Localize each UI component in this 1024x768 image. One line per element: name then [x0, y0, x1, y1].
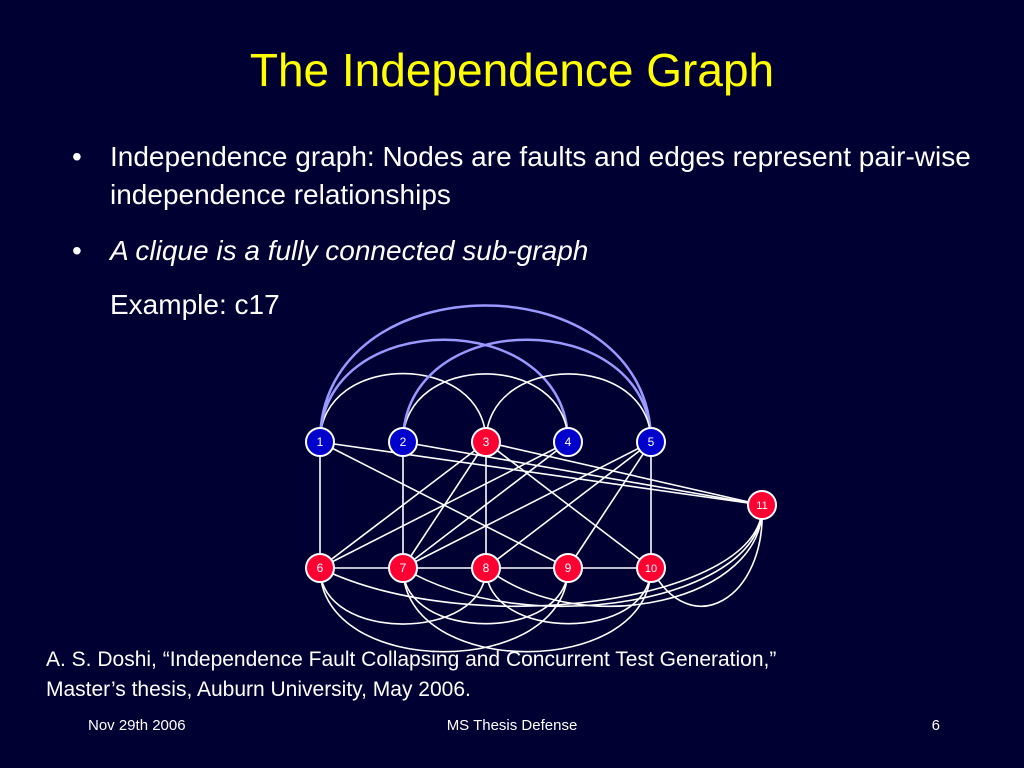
node-circle: [471, 553, 501, 583]
graph-node-5: 5: [636, 427, 666, 457]
node-label: 2: [400, 435, 407, 449]
edge-1-3: [319, 372, 487, 443]
edge-6-9: [319, 567, 569, 653]
node-label: 3: [483, 435, 490, 449]
footer-title: MS Thesis Defense: [446, 717, 578, 734]
node-label: 9: [565, 561, 572, 575]
node-circle: [553, 427, 583, 457]
edge-2-4: [402, 373, 569, 443]
citation-line: Master’s thesis, Auburn University, May …: [46, 678, 471, 701]
node-label: 5: [648, 435, 655, 449]
edge-7-9: [402, 567, 569, 625]
node-label: 7: [400, 561, 407, 575]
node-label: 8: [483, 561, 490, 575]
graph-node-9: 9: [553, 553, 583, 583]
edge-7-10: [402, 567, 652, 653]
edge-7-11: [402, 504, 763, 607]
edge-5-9: [567, 441, 652, 569]
node-circle: [553, 553, 583, 583]
edge-1-4: [318, 338, 570, 443]
edge-1-11: [319, 441, 763, 506]
footer-date: Nov 29th 2006: [88, 717, 186, 734]
footer-page-number: 6: [931, 717, 940, 734]
node-circle: [471, 427, 501, 457]
bullet-item: • A clique is a fully connected sub-grap…: [72, 232, 972, 270]
graph-node-4: 4: [553, 427, 583, 457]
node-circle: [636, 427, 666, 457]
node-circle: [305, 427, 335, 457]
edge-4-7: [402, 441, 569, 569]
citation: A. S. Doshi, “Independence Fault Collaps…: [46, 645, 996, 705]
edge-2-11: [402, 441, 763, 506]
node-circle: [747, 490, 777, 520]
bullet-text: Independence graph: Nodes are faults and…: [110, 141, 971, 210]
edge-8-11: [485, 504, 763, 607]
node-label: 4: [565, 435, 572, 449]
node-label: 10: [645, 563, 657, 575]
node-label: 11: [756, 500, 767, 512]
edge-6-11: [319, 504, 763, 607]
graph-node-2: 2: [388, 427, 418, 457]
graph-node-11: 11: [747, 490, 777, 520]
graph-edges: [318, 304, 763, 653]
bullet-marker: •: [72, 235, 82, 266]
node-circle: [388, 427, 418, 457]
bullet-marker: •: [72, 141, 82, 172]
example-label: Example: c17: [110, 289, 280, 320]
edge-3-5: [485, 373, 652, 443]
edge-2-5: [401, 338, 653, 443]
node-label: 1: [317, 435, 324, 449]
graph-node-1: 1: [305, 427, 335, 457]
edge-5-8: [485, 441, 652, 569]
edge-10-11: [650, 504, 763, 608]
node-circle: [305, 553, 335, 583]
node-circle: [388, 553, 418, 583]
bullet-item: • Independence graph: Nodes are faults a…: [72, 138, 972, 214]
node-label: 6: [317, 561, 324, 575]
graph-node-7: 7: [388, 553, 418, 583]
graph-node-8: 8: [471, 553, 501, 583]
edge-1-5: [318, 304, 653, 443]
citation-line: A. S. Doshi, “Independence Fault Collaps…: [46, 648, 777, 671]
edge-5-7: [402, 441, 652, 569]
graph-node-10: 10: [636, 553, 666, 583]
edge-3-11: [485, 441, 763, 506]
slide-title: The Independence Graph: [249, 44, 775, 96]
edge-3-6: [319, 441, 487, 569]
graph-nodes: 1 2 3 4 5 6 7 8 9 10 11: [305, 427, 777, 583]
edge-6-8: [319, 567, 487, 625]
graph-node-3: 3: [471, 427, 501, 457]
bullet-text: A clique is a fully connected sub-graph: [110, 235, 589, 266]
graph-node-6: 6: [305, 553, 335, 583]
bullet-list: • Independence graph: Nodes are faults a…: [72, 138, 972, 324]
node-circle: [636, 553, 666, 583]
